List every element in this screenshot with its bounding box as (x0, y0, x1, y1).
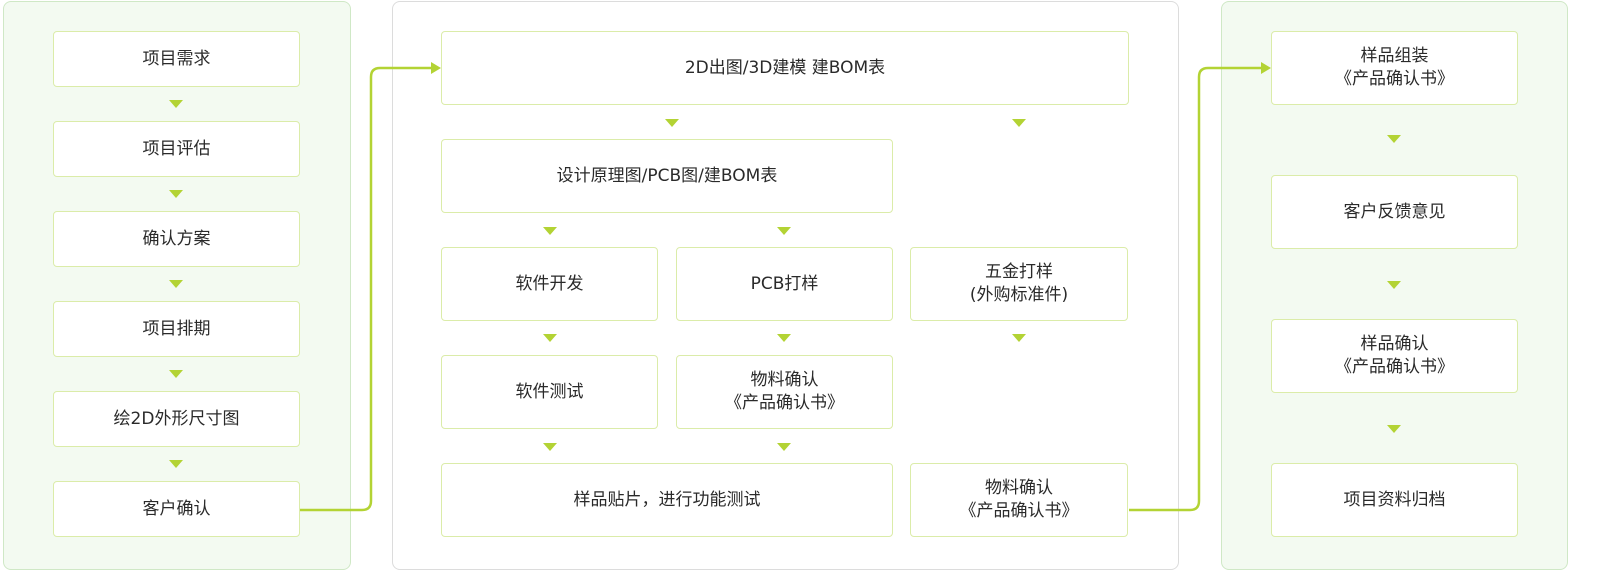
down-arrow-icon (1012, 119, 1026, 127)
step-label: 软件开发 (515, 273, 584, 294)
down-arrow-icon (777, 443, 791, 451)
step-label-line1: 物料确认 (985, 478, 1053, 498)
step-design-bom: 2D出图/3D建模 建BOM表 (441, 31, 1129, 105)
step-label: 项目需求 (142, 48, 211, 69)
down-arrow-icon (543, 227, 557, 235)
down-arrow-icon (169, 190, 183, 198)
down-arrow-icon (169, 370, 183, 378)
step-label: 客户确认 (142, 498, 211, 519)
step-confirm-plan: 确认方案 (53, 211, 300, 267)
step-label-line1: 样品组装 (1360, 46, 1429, 66)
step-sample-assembly: 样品组装 《产品确认书》 (1271, 31, 1518, 105)
step-label-line1: 五金打样 (985, 262, 1053, 282)
connector-middle-to-right (1129, 66, 1261, 512)
down-arrow-icon (777, 334, 791, 342)
down-arrow-icon (1387, 281, 1401, 289)
down-arrow-icon (1387, 135, 1401, 143)
step-project-schedule: 项目排期 (53, 301, 300, 357)
step-label-line1: 物料确认 (750, 370, 819, 390)
down-arrow-icon (1012, 334, 1026, 342)
step-archive-documents: 项目资料归档 (1271, 463, 1518, 537)
step-label: 确认方案 (142, 228, 211, 249)
down-arrow-icon (777, 227, 791, 235)
step-sample-confirm: 样品确认 《产品确认书》 (1271, 319, 1518, 393)
step-label: 项目评估 (142, 138, 211, 159)
step-material-confirm-a: 物料确认 《产品确认书》 (676, 355, 893, 429)
connector-left-to-middle (300, 66, 432, 512)
step-label: 设计原理图/PCB图/建BOM表 (556, 165, 778, 186)
connector-arrowhead (1261, 62, 1271, 74)
step-label: 项目排期 (142, 318, 211, 339)
down-arrow-icon (169, 280, 183, 288)
step-2d-outline-drawing: 绘2D外形尺寸图 (53, 391, 300, 447)
step-label-line2: 《产品确认书》 (725, 393, 844, 413)
down-arrow-icon (169, 100, 183, 108)
step-label: 项目资料归档 (1343, 489, 1446, 510)
step-label-line2: 《产品确认书》 (959, 501, 1079, 521)
step-label: PCB打样 (750, 273, 819, 294)
step-software-test: 软件测试 (441, 355, 658, 429)
step-label: 绘2D外形尺寸图 (113, 408, 240, 429)
step-label-line2: (外购标准件) (969, 285, 1069, 305)
step-project-requirements: 项目需求 (53, 31, 300, 87)
down-arrow-icon (169, 460, 183, 468)
step-pcb-sample: PCB打样 (676, 247, 893, 321)
step-customer-confirm: 客户确认 (53, 481, 300, 537)
step-material-confirm-b: 物料确认 《产品确认书》 (910, 463, 1128, 537)
step-schematic-pcb: 设计原理图/PCB图/建BOM表 (441, 139, 893, 213)
down-arrow-icon (665, 119, 679, 127)
step-label: 软件测试 (515, 381, 584, 402)
step-software-development: 软件开发 (441, 247, 658, 321)
down-arrow-icon (543, 334, 557, 342)
step-label: 客户反馈意见 (1343, 201, 1446, 222)
step-label: 样品贴片，进行功能测试 (573, 489, 761, 510)
step-label: 2D出图/3D建模 建BOM表 (684, 57, 886, 78)
step-label-line2: 《产品确认书》 (1335, 357, 1454, 377)
step-hardware-sample: 五金打样 (外购标准件) (910, 247, 1128, 321)
step-label-line2: 《产品确认书》 (1335, 69, 1454, 89)
down-arrow-icon (1387, 425, 1401, 433)
connector-arrowhead (431, 62, 441, 74)
down-arrow-icon (543, 443, 557, 451)
step-label-line1: 样品确认 (1360, 334, 1429, 354)
step-smt-function-test: 样品贴片，进行功能测试 (441, 463, 893, 537)
step-project-evaluation: 项目评估 (53, 121, 300, 177)
step-customer-feedback: 客户反馈意见 (1271, 175, 1518, 249)
